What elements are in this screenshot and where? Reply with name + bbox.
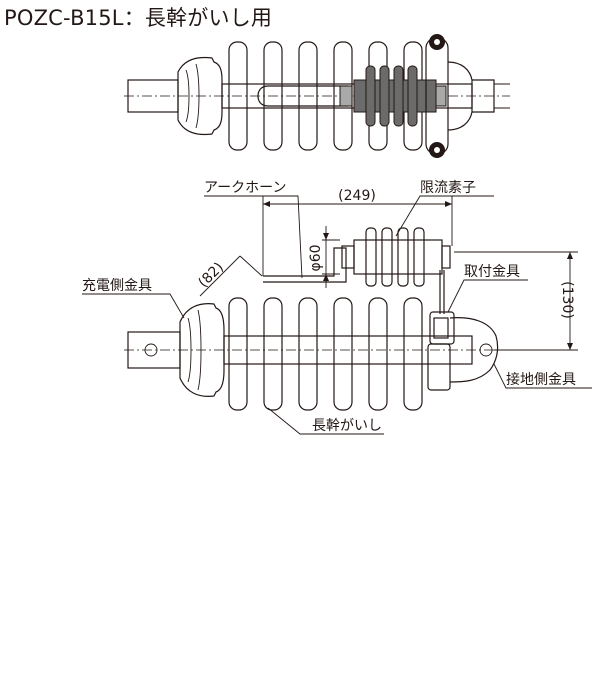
top-view	[124, 34, 510, 158]
dimensions: (249) φ60 (82) (130)	[195, 188, 578, 351]
front-arc-horn	[263, 247, 347, 283]
labels: アークホーン 限流素子 充電側金具 取付金具 接地側金具 長幹がいし	[82, 180, 592, 435]
leader-ground-side-fitting	[493, 363, 592, 389]
dim-horn-length: (249)	[338, 188, 376, 204]
front-line-side-fitting	[179, 303, 225, 397]
leader-arc-horn	[204, 195, 303, 279]
label-current-limiting-element: 限流素子	[420, 180, 476, 196]
leader-mounting-fitting	[447, 279, 528, 313]
front-mounting-bracket	[427, 311, 455, 391]
leader-long-rod-insulator	[267, 407, 384, 435]
top-current-limiting-element	[339, 65, 447, 127]
label-arc-horn: アークホーン	[204, 180, 286, 196]
front-line-side-stub	[127, 331, 181, 369]
front-view	[124, 227, 510, 411]
front-ground-side-fitting	[449, 317, 499, 383]
dim-offset: (82)	[195, 259, 227, 291]
top-arc-horn	[257, 85, 348, 107]
dim-height: (130)	[559, 281, 575, 319]
dim-line-offset	[199, 255, 241, 297]
drawing-title: POZC-B15L：長幹がいし用	[4, 6, 273, 30]
front-core-rod	[223, 335, 473, 365]
label-ground-side-fitting: 接地側金具	[506, 371, 576, 388]
top-line-side-fitting	[177, 56, 223, 136]
top-mounting-bracket	[425, 34, 449, 158]
front-sheds	[228, 297, 423, 411]
top-line-side-stub	[127, 79, 179, 113]
label-mounting-fitting: 取付金具	[464, 264, 520, 280]
label-long-rod-insulator: 長幹がいし	[312, 417, 382, 434]
front-current-limiting-element	[341, 227, 451, 287]
label-line-side-fitting: 充電側金具	[82, 278, 152, 294]
dim-diameter: φ60	[308, 244, 324, 271]
leader-current-limiting-element	[395, 195, 494, 237]
top-ground-side-fitting	[447, 61, 473, 131]
leader-line-side-fitting	[82, 293, 185, 319]
